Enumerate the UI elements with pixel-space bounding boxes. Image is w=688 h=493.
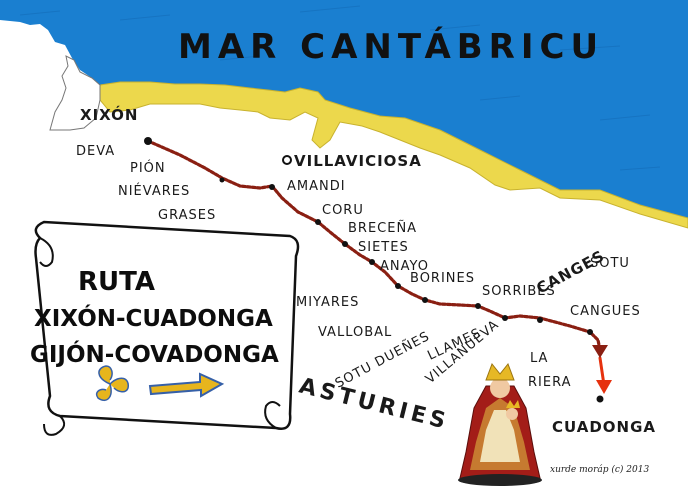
triskel-icon <box>95 365 129 402</box>
direction-arrow-icon <box>148 372 225 398</box>
stop-deva <box>144 137 152 145</box>
route-title-line2: XIXÓN-CUADONGA <box>34 304 273 332</box>
stop-5 <box>369 259 375 265</box>
label-cuadonga: CUADONGA <box>552 418 656 436</box>
virgin-statue-image <box>458 363 542 486</box>
label-xixon: XIXÓN <box>80 105 138 124</box>
label-miyares: MIYARES <box>296 295 359 310</box>
stop-3 <box>315 219 321 225</box>
label-sorribes: SORRIBES <box>482 284 556 299</box>
route-arrowhead-upper <box>592 345 608 358</box>
stop-12 <box>596 395 604 403</box>
sea-area <box>0 0 688 218</box>
sea-texture <box>19 5 661 171</box>
stop-7 <box>422 297 428 303</box>
label-amandi: AMANDI <box>287 179 346 194</box>
route-title-line3: GIJÓN-COVADONGA <box>30 340 279 368</box>
label-anayo: ANAYO <box>380 259 429 274</box>
stop-8 <box>475 303 481 309</box>
label-sietes: SIETES <box>358 240 409 255</box>
stop-4 <box>342 241 348 247</box>
label-la: LA <box>530 351 548 366</box>
label-riera: RIERA <box>528 375 571 390</box>
stop-villaviciosa <box>282 155 292 165</box>
label-canges: CANGES <box>533 247 607 298</box>
label-grases: GRASES <box>158 208 216 223</box>
stop-10 <box>537 317 543 323</box>
credit-text: xurde moráp (c) 2013 <box>550 464 649 475</box>
route-arrowhead <box>596 380 612 394</box>
cape-xixon <box>49 55 101 131</box>
label-deva: DEVA <box>76 144 115 159</box>
label-cangues: CANGUES <box>570 304 641 319</box>
label-nievares: NIÉVARES <box>118 183 190 199</box>
route-title-line1: RUTA <box>78 267 155 297</box>
label-borines: BORINES <box>410 271 475 286</box>
coast-strip <box>99 81 688 229</box>
route-path <box>146 139 602 352</box>
stop-1 <box>219 177 225 183</box>
label-pion: PIÓN <box>130 160 166 176</box>
route-stops <box>144 137 604 403</box>
stop-11 <box>587 329 593 335</box>
label-brecena: BRECEÑA <box>348 220 417 236</box>
stop-2 <box>269 184 275 190</box>
label-coru: CORU <box>322 203 364 218</box>
sea-title: MAR CANTÁBRICU <box>178 26 604 67</box>
label-villaviciosa: VILLAVICIOSA <box>294 152 422 170</box>
stop-6 <box>395 283 401 289</box>
stop-9 <box>502 315 508 321</box>
label-vallobal: VALLOBAL <box>318 325 392 340</box>
label-sotu: SOTU <box>590 256 630 271</box>
